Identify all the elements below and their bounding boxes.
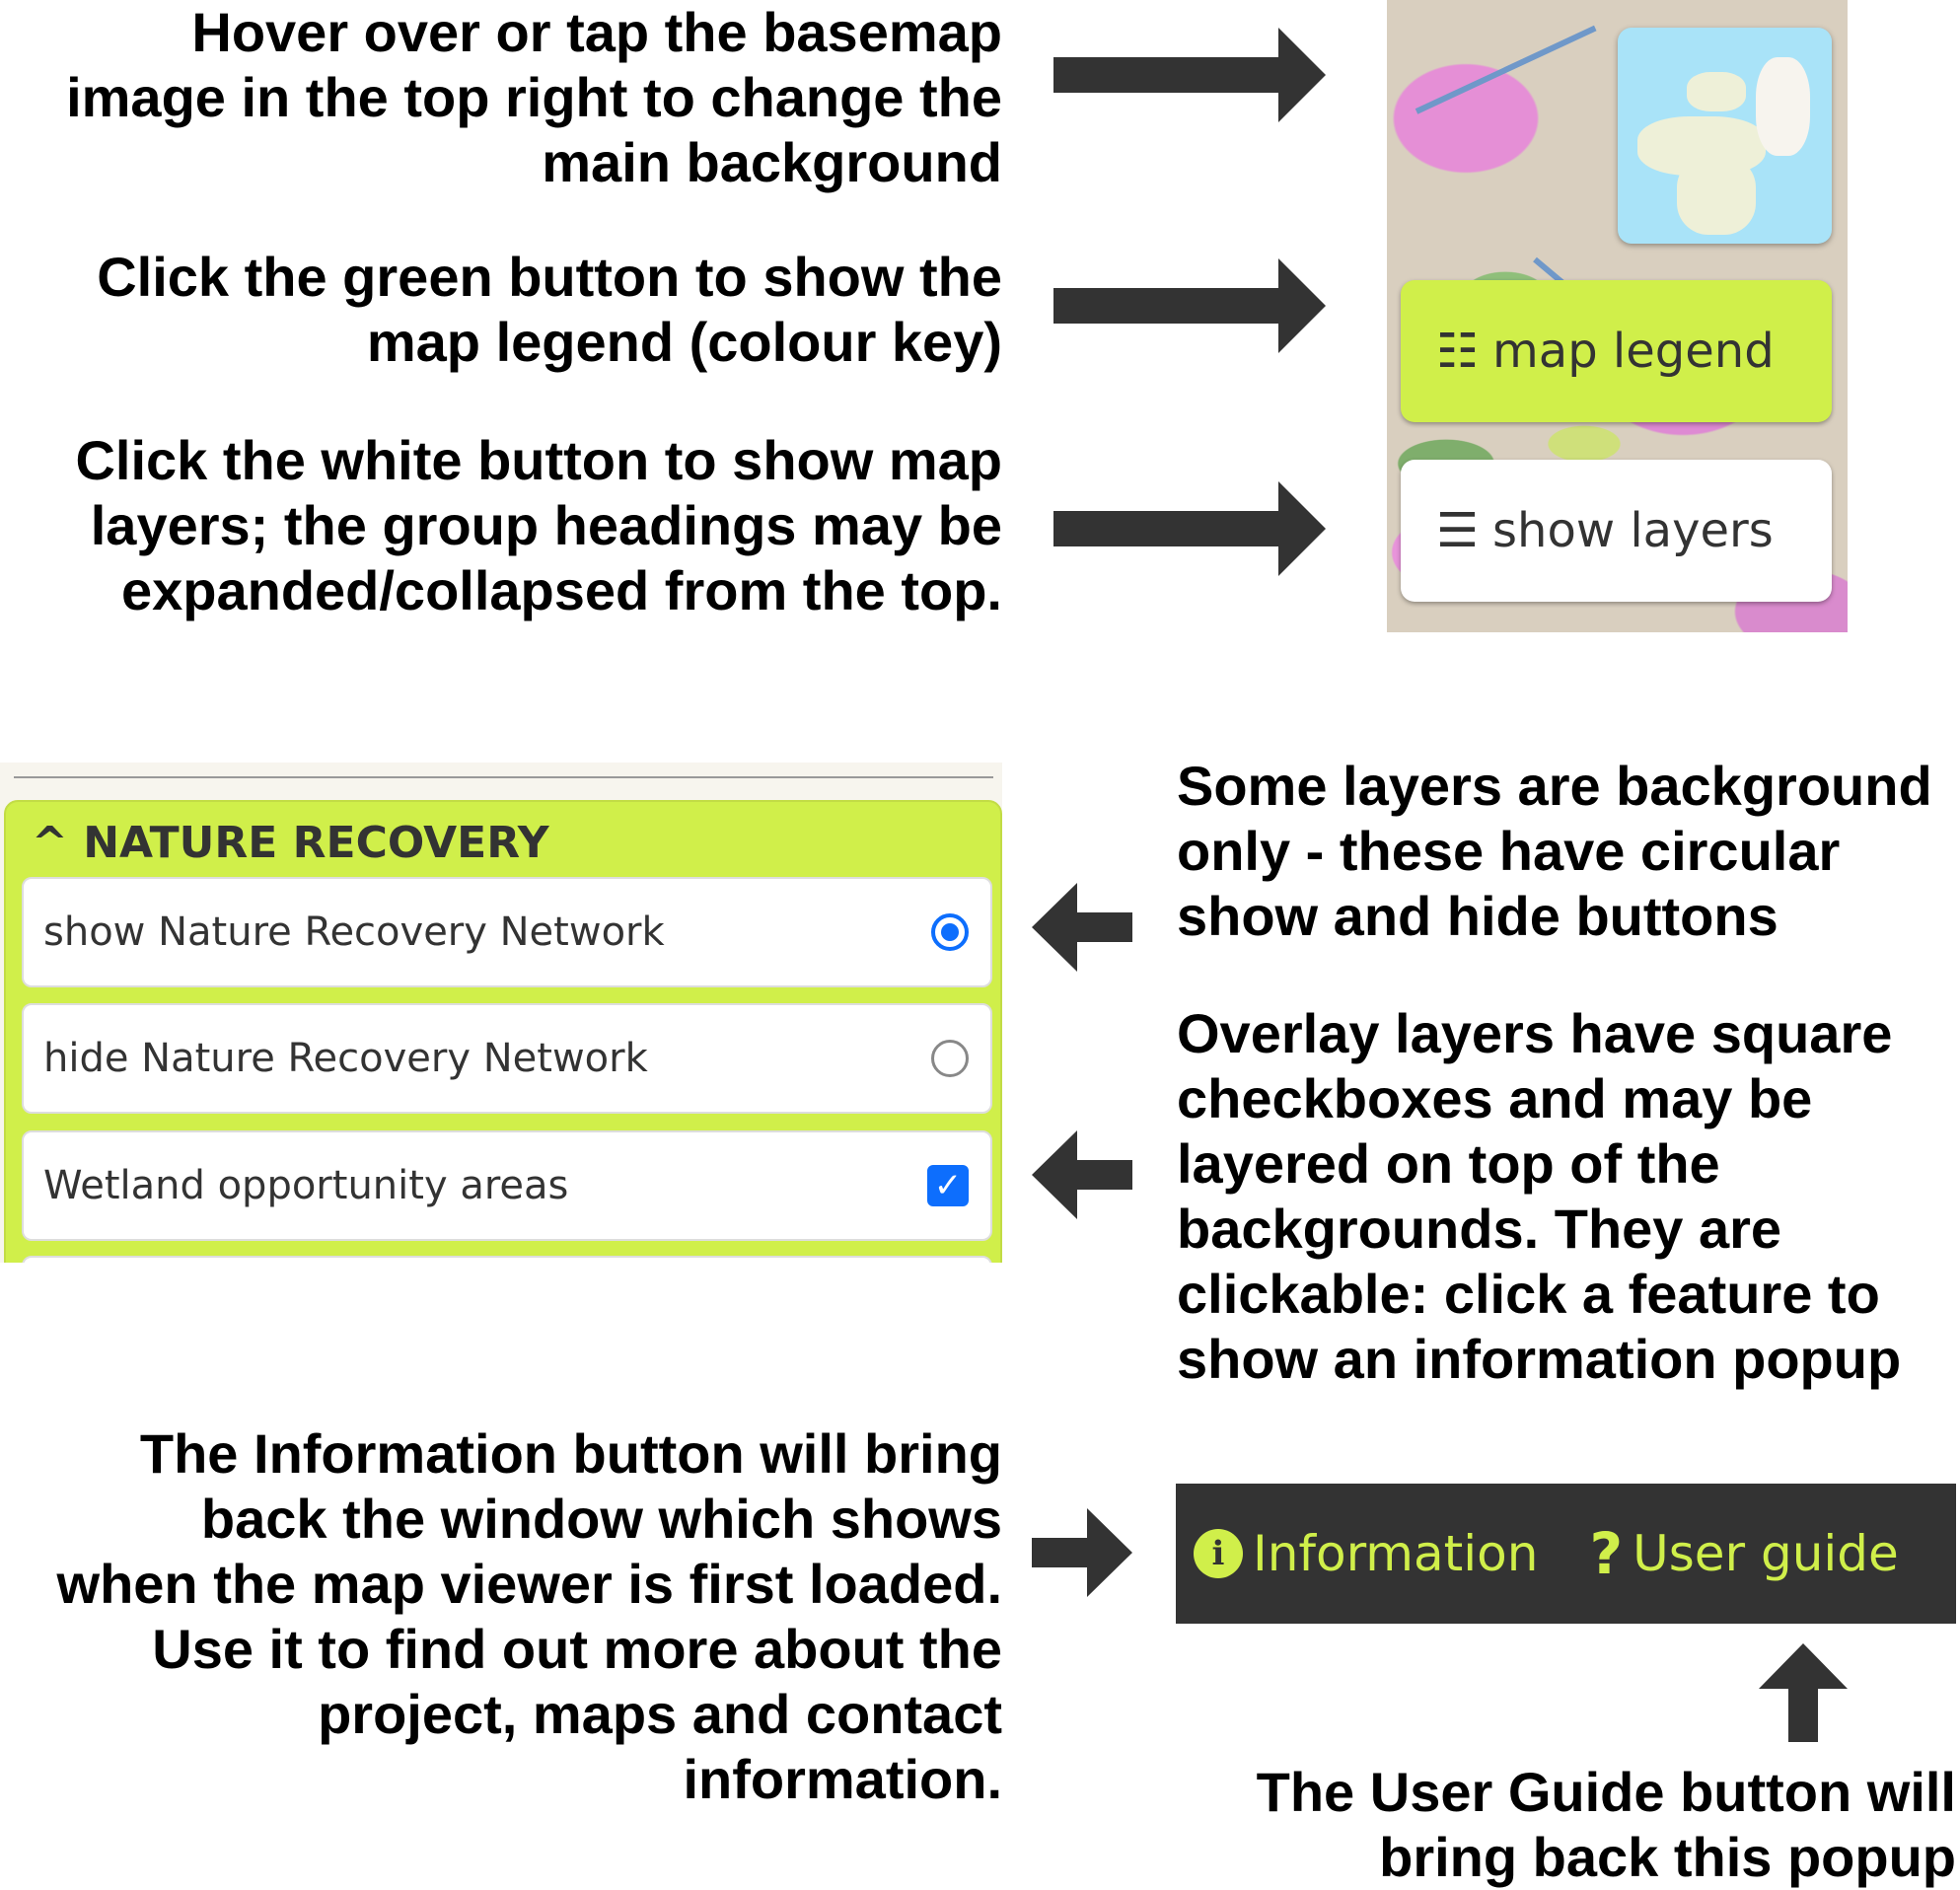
user-guide-label: User guide (1633, 1525, 1899, 1582)
caret-up-icon: ^ (32, 818, 68, 868)
layer-item[interactable] (22, 1256, 992, 1263)
divider (14, 776, 993, 778)
arrow-left-icon (1032, 883, 1132, 972)
layers-panel: ^ NATURE RECOVERY show Nature Recovery N… (0, 763, 1002, 1263)
info-icon: i (1194, 1529, 1243, 1578)
layer-item[interactable]: Wetland opportunity areas ✓ (22, 1130, 992, 1241)
show-layers-button[interactable]: ☰ show layers (1401, 460, 1832, 602)
user-guide-button[interactable]: ?User guide (1589, 1520, 1898, 1587)
layer-label: hide Nature Recovery Network (43, 1036, 648, 1081)
note-legend: Click the green button to show the map l… (97, 246, 1002, 373)
note-user-guide: The User Guide button will bring back th… (1256, 1761, 1956, 1888)
question-icon: ? (1589, 1520, 1624, 1587)
basemap-switcher[interactable] (1618, 28, 1832, 244)
layer-item[interactable]: hide Nature Recovery Network (22, 1003, 992, 1114)
layer-item[interactable]: show Nature Recovery Network (22, 877, 992, 987)
layer-label: Wetland opportunity areas (43, 1163, 569, 1208)
arrow-left-icon (1032, 1130, 1132, 1219)
note-basemap: Hover over or tap the basemap image in t… (66, 1, 1002, 193)
note-background-layers: Some layers are background only - these … (1177, 755, 1932, 947)
group-heading-label: NATURE RECOVERY (83, 818, 549, 868)
show-layers-label: show layers (1492, 503, 1774, 558)
arrow-right-icon (1053, 258, 1326, 353)
map-legend-label: map legend (1492, 324, 1775, 379)
layer-label: show Nature Recovery Network (43, 909, 665, 955)
note-information: The Information button will bring back t… (56, 1422, 1002, 1810)
arrow-right-icon (1053, 28, 1326, 122)
list-icon: ☷ (1436, 324, 1480, 379)
note-overlay-layers: Overlay layers have square checkboxes an… (1177, 1002, 1902, 1390)
arrow-up-icon (1759, 1643, 1848, 1742)
group-heading-toggle[interactable]: ^ NATURE RECOVERY (32, 818, 549, 868)
radio-selected[interactable] (931, 913, 969, 951)
map-preview: ☷ map legend ☰ show layers (1387, 0, 1848, 632)
arrow-right-icon (1032, 1508, 1132, 1597)
radio-unselected[interactable] (931, 1040, 969, 1077)
map-legend-button[interactable]: ☷ map legend (1401, 280, 1832, 422)
layer-group-nature-recovery: ^ NATURE RECOVERY show Nature Recovery N… (4, 800, 1002, 1263)
menu-icon: ☰ (1436, 503, 1480, 558)
information-label: Information (1253, 1525, 1539, 1582)
checkbox-checked[interactable]: ✓ (927, 1165, 969, 1206)
note-layers: Click the white button to show map layer… (75, 429, 1002, 621)
arrow-right-icon (1053, 481, 1326, 576)
